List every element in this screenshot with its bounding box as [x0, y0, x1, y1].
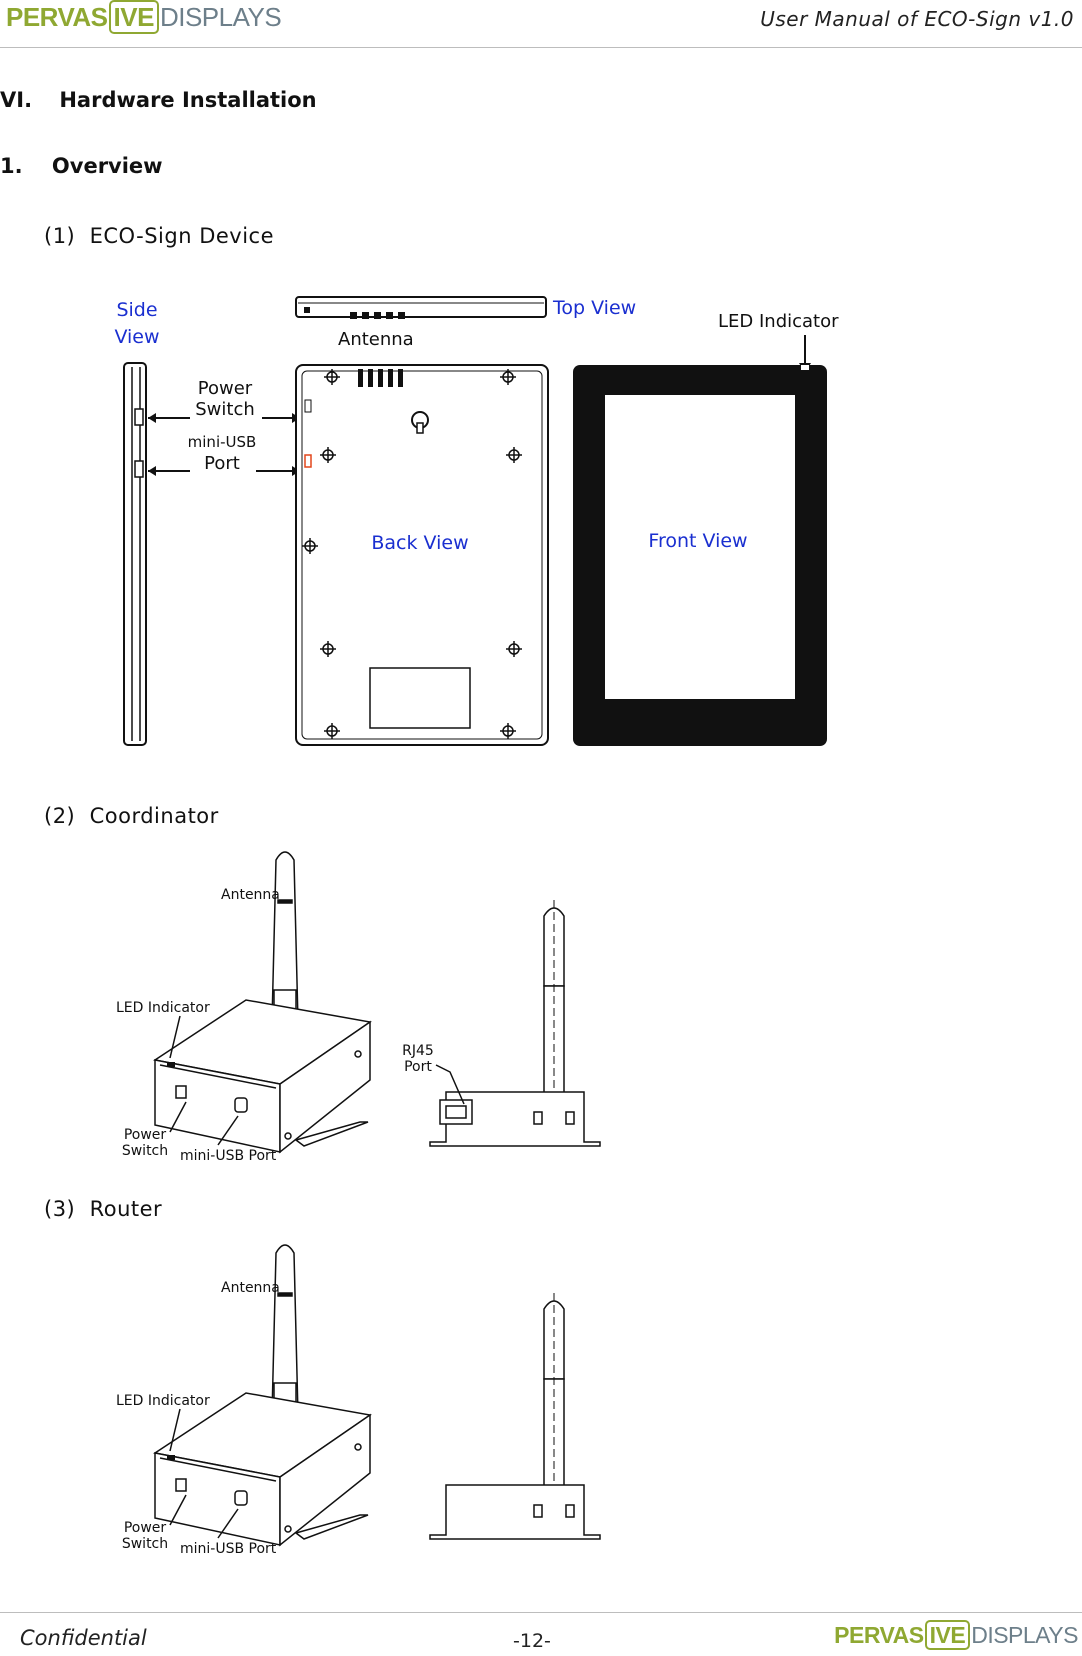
front-view-label: Front View — [648, 530, 747, 552]
item-eco-sign-device: (1) ECO-Sign Device — [44, 224, 275, 248]
router-antenna-drawing — [271, 1244, 299, 1416]
page-number: -12- — [513, 1630, 551, 1652]
side-view-drawing — [123, 362, 147, 746]
section-number: VI. — [0, 88, 33, 112]
logo-part-1: PERVAS — [6, 2, 108, 32]
router-led-label: LED Indicator — [116, 1393, 210, 1409]
document-title: User Manual of ECO-Sign v1.0 — [760, 7, 1074, 31]
subsection-title: Overview — [51, 154, 163, 178]
antenna-label: Antenna — [338, 329, 414, 350]
side-view-label-line2: View — [114, 326, 159, 348]
rj45-label-line1: RJ45 — [402, 1043, 434, 1059]
subsection-heading: 1. Overview — [0, 154, 163, 178]
router-figure: Antenna LED Indicator Power Switch mini-… — [116, 1244, 601, 1557]
router-antenna-label: Antenna — [221, 1280, 280, 1296]
logo-part-2: DISPLAYS — [159, 2, 282, 32]
top-view-label: Top View — [552, 297, 636, 319]
coordinator-power-label-line2: Switch — [122, 1143, 168, 1159]
router-box-drawing — [153, 1392, 372, 1547]
item-coordinator: (2) Coordinator — [44, 804, 219, 828]
top-view-drawing — [295, 296, 547, 319]
coordinator-led-label: LED Indicator — [116, 1000, 210, 1016]
coordinator-antenna-label: Antenna — [221, 887, 280, 903]
item-router: (3) Router — [44, 1197, 163, 1221]
router-power-label-line1: Power — [124, 1520, 167, 1536]
coordinator-antenna-drawing — [271, 851, 299, 1023]
power-switch-label-line1: Power — [198, 378, 253, 399]
section-heading: VI. Hardware Installation — [0, 88, 317, 112]
coordinator-usb-label: mini-USB Port — [180, 1148, 277, 1164]
section-title: Hardware Installation — [59, 88, 317, 112]
side-view-label-line1: Side — [116, 299, 157, 321]
back-view-label: Back View — [371, 532, 468, 554]
router-power-label-line2: Switch — [122, 1536, 168, 1552]
back-view-drawing — [295, 364, 549, 746]
subsection-number: 1. — [0, 154, 23, 178]
power-switch-label-line2: Switch — [195, 399, 255, 420]
footer-logo-part-2: DISPLAYS — [971, 1622, 1078, 1648]
header-divider — [0, 47, 1082, 48]
coordinator-side-drawing — [429, 900, 601, 1147]
coordinator-box-drawing — [153, 999, 372, 1154]
router-usb-label: mini-USB Port — [180, 1541, 277, 1557]
logo-boxed-part: IVE — [108, 0, 159, 34]
mini-usb-label-line1: mini-USB — [188, 433, 257, 451]
footer-logo-part-1: PERVAS — [834, 1622, 924, 1648]
footer-logo-boxed-part: IVE — [924, 1620, 971, 1650]
rj45-label-line2: Port — [404, 1059, 432, 1075]
mini-usb-label-line2: Port — [204, 453, 240, 474]
confidential-label: Confidential — [20, 1626, 147, 1650]
eco-sign-device-figure: Side View Top View Antenna LED Indicator… — [114, 296, 839, 746]
led-indicator-label: LED Indicator — [718, 311, 839, 332]
front-view-drawing — [573, 365, 827, 746]
footer-divider — [0, 1612, 1082, 1613]
router-side-drawing — [429, 1293, 601, 1540]
coordinator-figure: Antenna LED Indicator Power Switch mini-… — [116, 851, 601, 1164]
coordinator-power-label-line1: Power — [124, 1127, 167, 1143]
